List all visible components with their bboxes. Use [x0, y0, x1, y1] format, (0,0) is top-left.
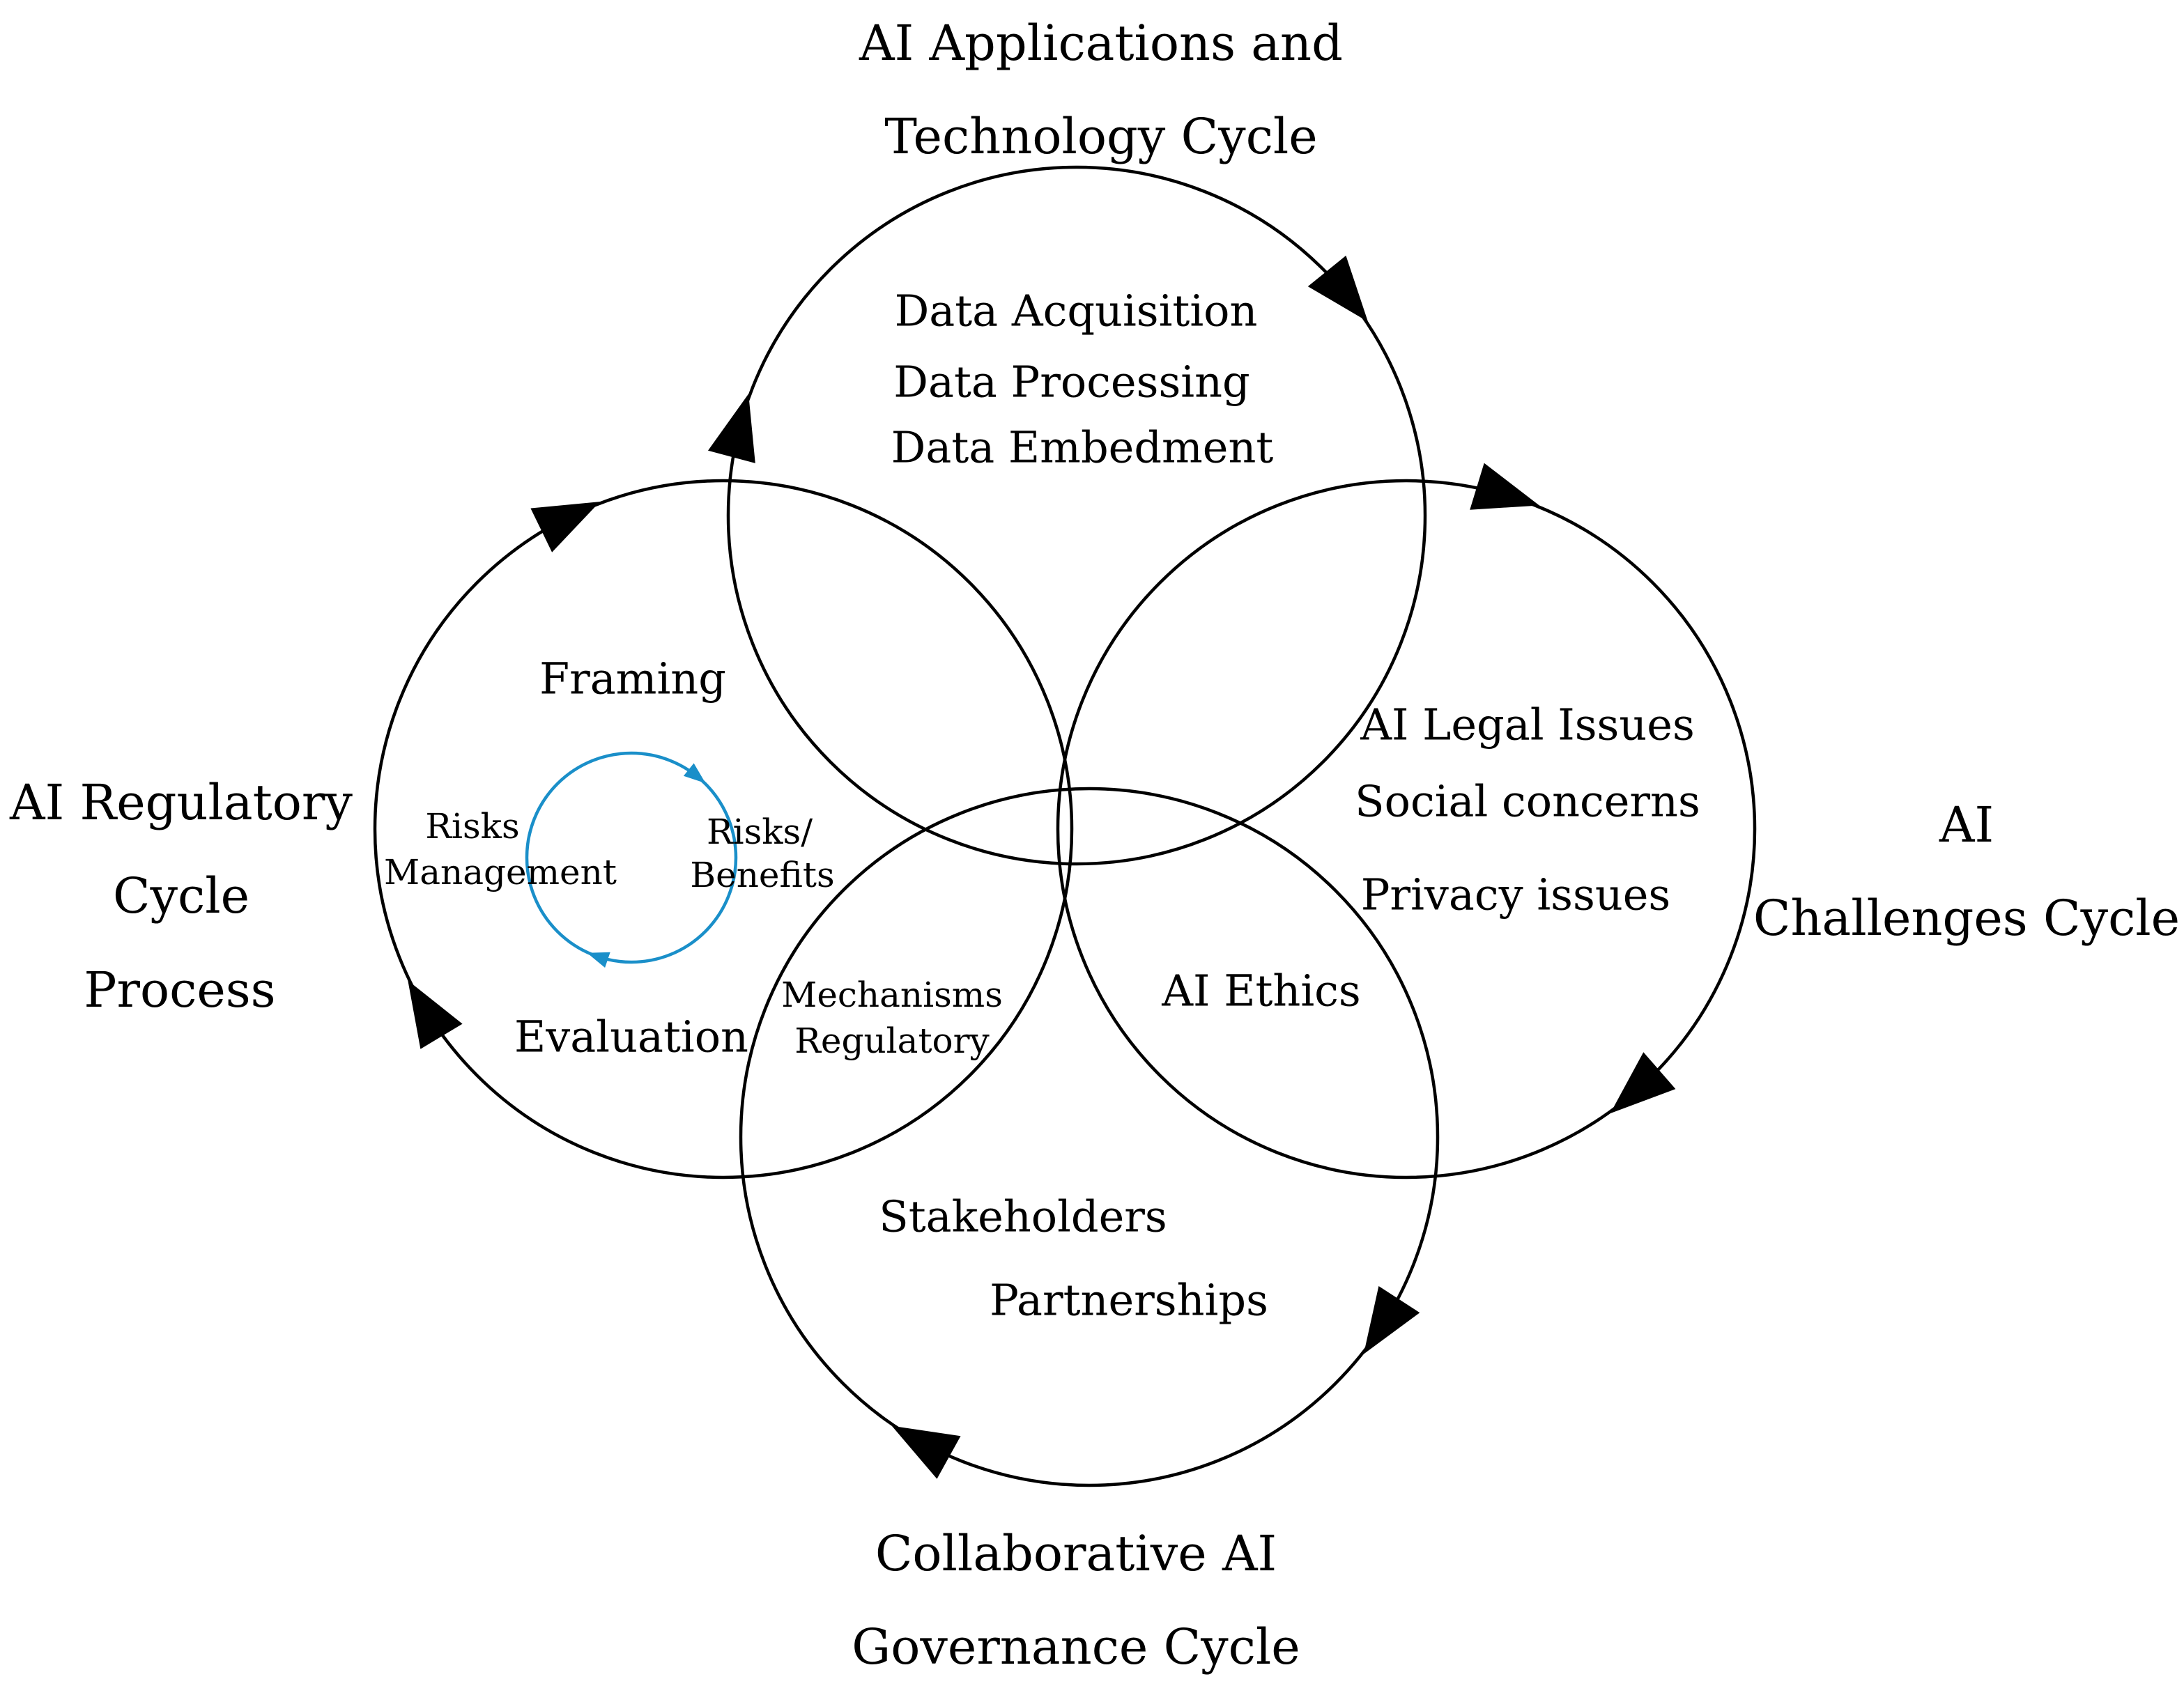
left-cycle-title-line2: Cycle [113, 867, 249, 925]
bottom-cycle-title-line2: Governance Cycle [852, 1618, 1300, 1676]
right-item-social-concerns: Social concerns [1355, 776, 1700, 827]
bottom-cycle-arrow-1 [1363, 1286, 1420, 1354]
right-item-legal-issues: AI Legal Issues [1360, 699, 1695, 750]
inner-cycle-arrow-2 [587, 952, 610, 968]
inner-management-label: Management [384, 852, 617, 892]
right-cycle-title-line1: AI [1939, 796, 1994, 853]
top-cycle-arrow-1 [1307, 255, 1368, 322]
right-cycle-circle [1056, 479, 1757, 1179]
left-cycle-title-line3: Process [84, 961, 275, 1019]
inner-benefits-label: Benefits [690, 855, 834, 895]
top-cycle-circle [726, 165, 1427, 866]
right-item-privacy-issues: Privacy issues [1361, 869, 1671, 920]
bottom-cycle-circle [739, 787, 1440, 1487]
left-cycle-circle [373, 479, 1074, 1179]
inner-risks-label: Risks [425, 806, 519, 846]
inner-cycle-arrows [587, 763, 706, 968]
right-cycle-title-line2: Challenges Cycle [1753, 890, 2180, 947]
left-cycle-title-line1: AI Regulatory [9, 774, 353, 831]
left-cycle-arrow-2 [408, 980, 463, 1049]
top-cycle-title-line1: AI Applications and [859, 15, 1343, 72]
bottom-cycle-arrow-2 [891, 1425, 961, 1479]
top-item-data-processing: Data Processing [893, 357, 1249, 408]
left-cycle-arrow-1 [530, 502, 600, 552]
right-cycle-arrow-2 [1610, 1052, 1676, 1114]
inner-cycle-arrow-1 [683, 763, 706, 784]
overlap-regulatory-label: Regulatory [794, 1021, 990, 1061]
top-item-data-embedment: Data Embedment [891, 422, 1274, 473]
cycle-arrows [408, 255, 1676, 1479]
overlap-mechanisms-label: Mechanisms [781, 975, 1003, 1015]
top-cycle-arrow-2 [708, 394, 755, 463]
left-item-framing: Framing [539, 653, 726, 704]
inner-risks-slash-label: Risks/ [707, 812, 813, 852]
top-cycle-title-line2: Technology Cycle [884, 108, 1317, 165]
top-item-data-acquisition: Data Acquisition [895, 286, 1258, 336]
left-item-evaluation: Evaluation [514, 1012, 748, 1062]
right-cycle-arrow-1 [1470, 463, 1539, 510]
bottom-item-stakeholders: Stakeholders [879, 1191, 1167, 1242]
overlap-ai-ethics-label: AI Ethics [1161, 966, 1360, 1016]
bottom-item-partnerships: Partnerships [990, 1275, 1268, 1326]
bottom-cycle-title-line1: Collaborative AI [875, 1525, 1277, 1582]
inner-risk-cycle [525, 751, 738, 964]
